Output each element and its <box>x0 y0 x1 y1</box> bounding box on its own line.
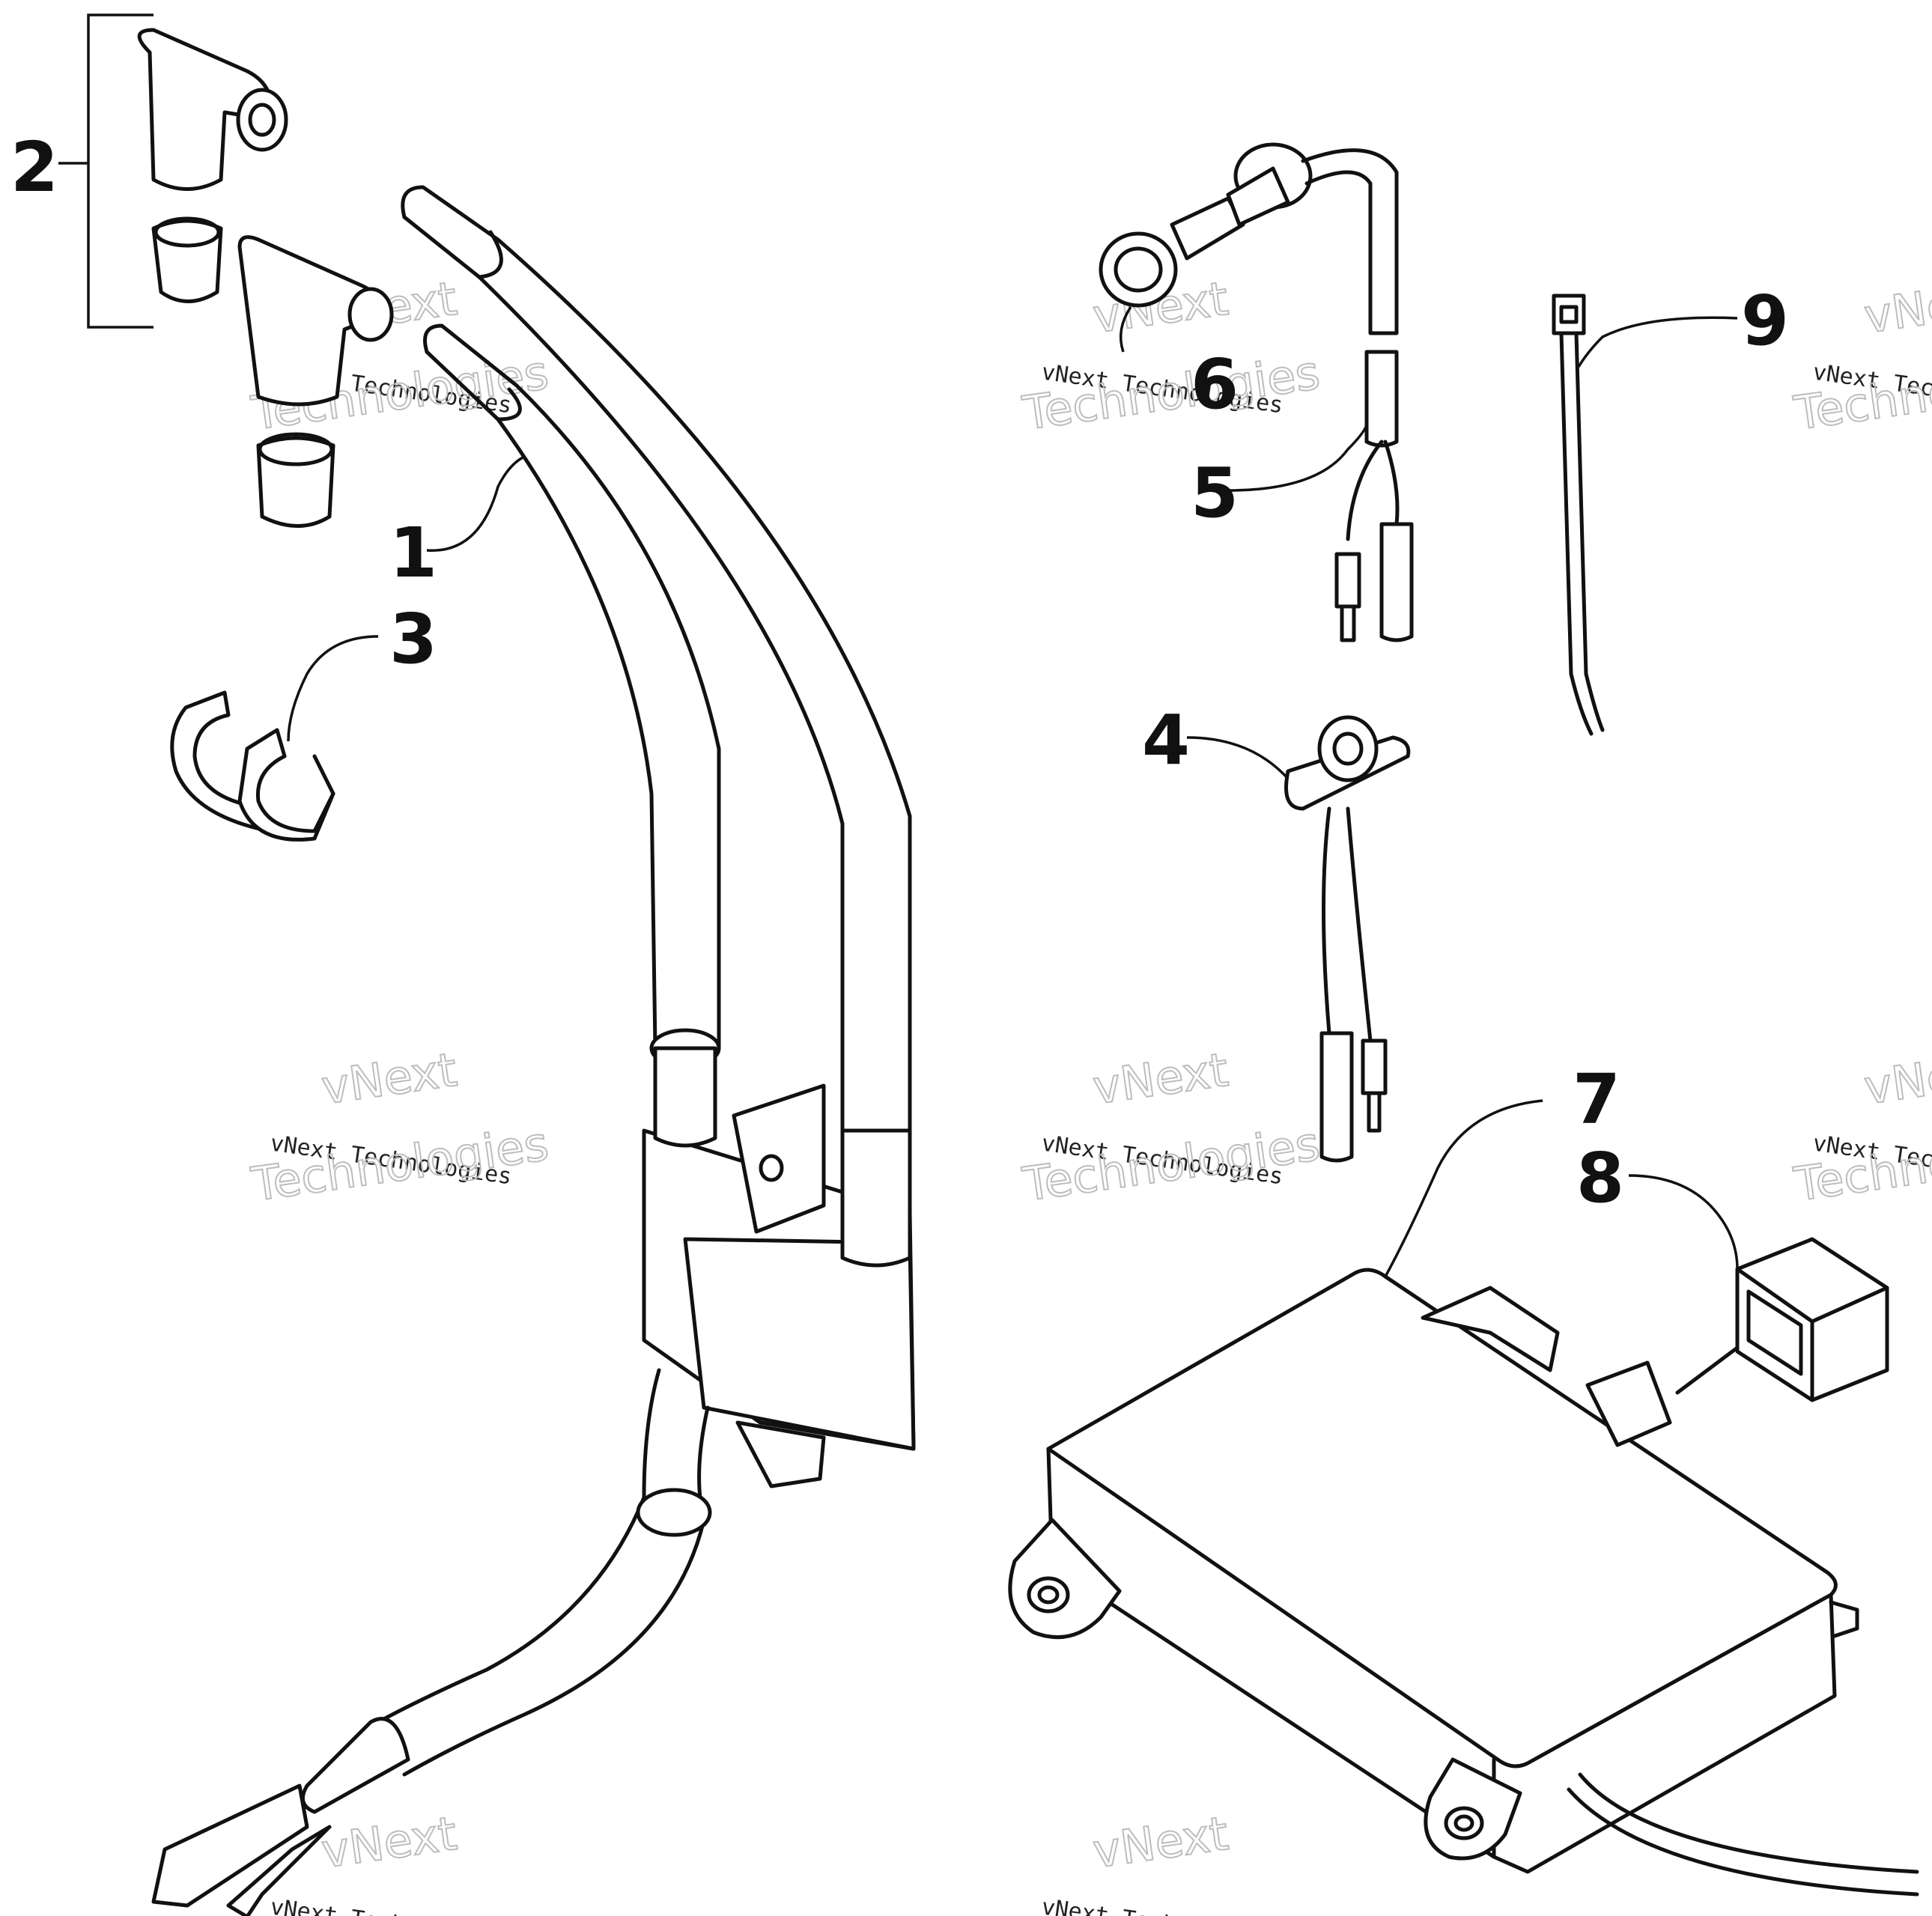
leader-4 <box>1186 736 1289 780</box>
callout-2: 2 <box>10 127 58 207</box>
callout-9: 9 <box>1741 281 1789 361</box>
part-1-ignition-coil <box>151 185 916 1916</box>
watermark-bottom-center: vNext vNext Technologies <box>1040 1805 1285 1916</box>
leader-6 <box>1119 306 1132 353</box>
leader-7 <box>1384 1099 1543 1277</box>
leader-9 <box>1577 316 1738 368</box>
part-7-cdi-unit <box>1008 1268 1919 1897</box>
callout-8: 8 <box>1576 1138 1624 1218</box>
watermark-mid-center: vNext vNext Technologies Technologies <box>1018 1041 1324 1213</box>
watermark-brand: vNext <box>1861 1042 1932 1115</box>
leader-3 <box>287 635 379 742</box>
leader-5 <box>1227 419 1369 492</box>
callout-labels: 1 2 3 4 5 6 7 8 9 <box>10 127 1789 1218</box>
watermark-brand: vNext <box>1090 1042 1232 1115</box>
watermark-mid-right: vNext vNext Technologies Technologies <box>1790 1041 1932 1213</box>
watermark-word: Technologies <box>248 1116 552 1212</box>
part-8-cover-cap <box>1675 1237 1889 1402</box>
callout-3: 3 <box>389 599 437 679</box>
watermark-line: vNext Technologies <box>1040 1894 1285 1916</box>
watermark-mid-left: vNext vNext Technologies Technologies <box>247 1041 553 1213</box>
part-9-cable-tie <box>1552 294 1605 736</box>
watermark-brand: vNext <box>318 1042 461 1115</box>
watermark-top-right: vNext vNext Technologies Technologies <box>1790 270 1932 442</box>
watermark-brand: vNext <box>1861 271 1932 344</box>
watermark-word: Technologies <box>1790 345 1932 441</box>
watermark-brand: vNext <box>1090 1806 1232 1879</box>
bracket-2 <box>58 13 154 329</box>
callout-7: 7 <box>1573 1059 1620 1140</box>
callout-1: 1 <box>389 513 437 593</box>
part-3-clamp <box>170 690 335 842</box>
watermark-word: Technologies <box>1019 345 1323 441</box>
part-2-spark-plug-caps <box>58 13 394 528</box>
watermark-top-center: vNext vNext Technologies Technologies <box>1018 270 1324 442</box>
callout-5: 5 <box>1191 453 1239 533</box>
watermark-brand: vNext <box>318 1806 461 1879</box>
callout-6: 6 <box>1191 344 1239 425</box>
callout-leaders <box>287 306 1739 1277</box>
leader-8 <box>1628 1174 1739 1270</box>
watermark-word: Technologies <box>1790 1116 1932 1212</box>
part-5-6-temperature-sensor <box>1099 142 1414 642</box>
watermark-line: vNext Technologies <box>269 1894 514 1916</box>
watermark-word: Technologies <box>1019 1116 1323 1212</box>
callout-4: 4 <box>1142 700 1190 780</box>
leader-1 <box>426 455 525 552</box>
part-4-thermo-switch <box>1284 715 1411 1163</box>
